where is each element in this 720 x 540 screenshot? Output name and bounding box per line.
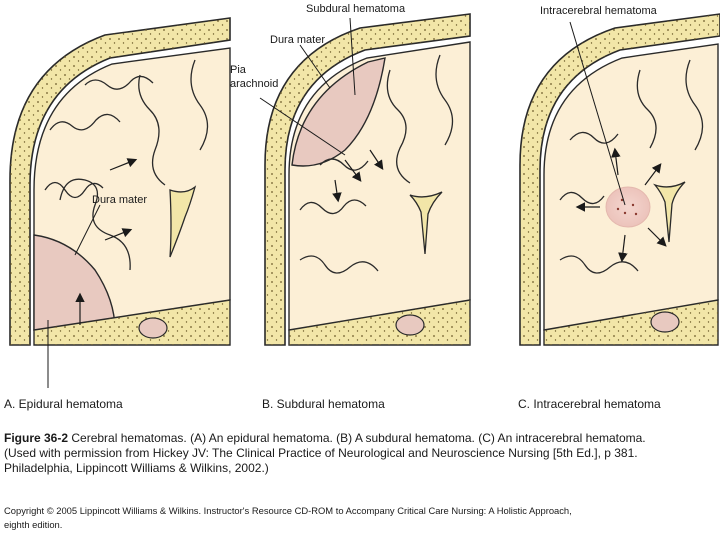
copyright-notice: Copyright © 2005 Lippincott Williams & W… [4, 504, 716, 532]
figure-caption-line3: Philadelphia, Lippincott Williams & Wilk… [4, 461, 269, 475]
figure-label: Figure 36-2 [4, 431, 69, 445]
copyright-line1: Copyright © 2005 Lippincott Williams & W… [4, 505, 572, 516]
figure-caption-line2: (Used with permission from Hickey JV: Th… [4, 446, 638, 460]
figure-caption: Figure 36-2 Cerebral hematomas. (A) An e… [4, 431, 716, 476]
figure-caption-line1: Cerebral hematomas. (A) An epidural hema… [68, 431, 646, 445]
panel-b-subdural: Subdural hematoma Dura mater Pia arachno… [230, 3, 471, 346]
panel-c-intracerebral: Intracerebral hematoma [519, 5, 720, 346]
caption-panel-a: A. Epidural hematoma [4, 397, 123, 411]
label-b-pia: Pia [230, 64, 247, 76]
copyright-line2: eighth edition. [4, 519, 63, 530]
label-b-arachnoid: arachnoid [230, 78, 278, 90]
intracerebral-hematoma [605, 186, 651, 228]
caption-panel-c: C. Intracerebral hematoma [518, 397, 661, 411]
subdural-hematoma [291, 57, 386, 167]
label-a-dura-mater: Dura mater [92, 194, 147, 206]
label-b-dura-mater: Dura mater [270, 34, 325, 46]
hematoma-figure: Dura mater Subdural hematoma Dura mater … [9, 3, 720, 388]
label-b-subdural-hematoma: Subdural hematoma [306, 3, 406, 15]
panel-a-epidural: Dura mater [9, 17, 231, 388]
caption-panel-b: B. Subdural hematoma [262, 397, 385, 411]
label-c-intracerebral-hematoma: Intracerebral hematoma [540, 5, 658, 17]
